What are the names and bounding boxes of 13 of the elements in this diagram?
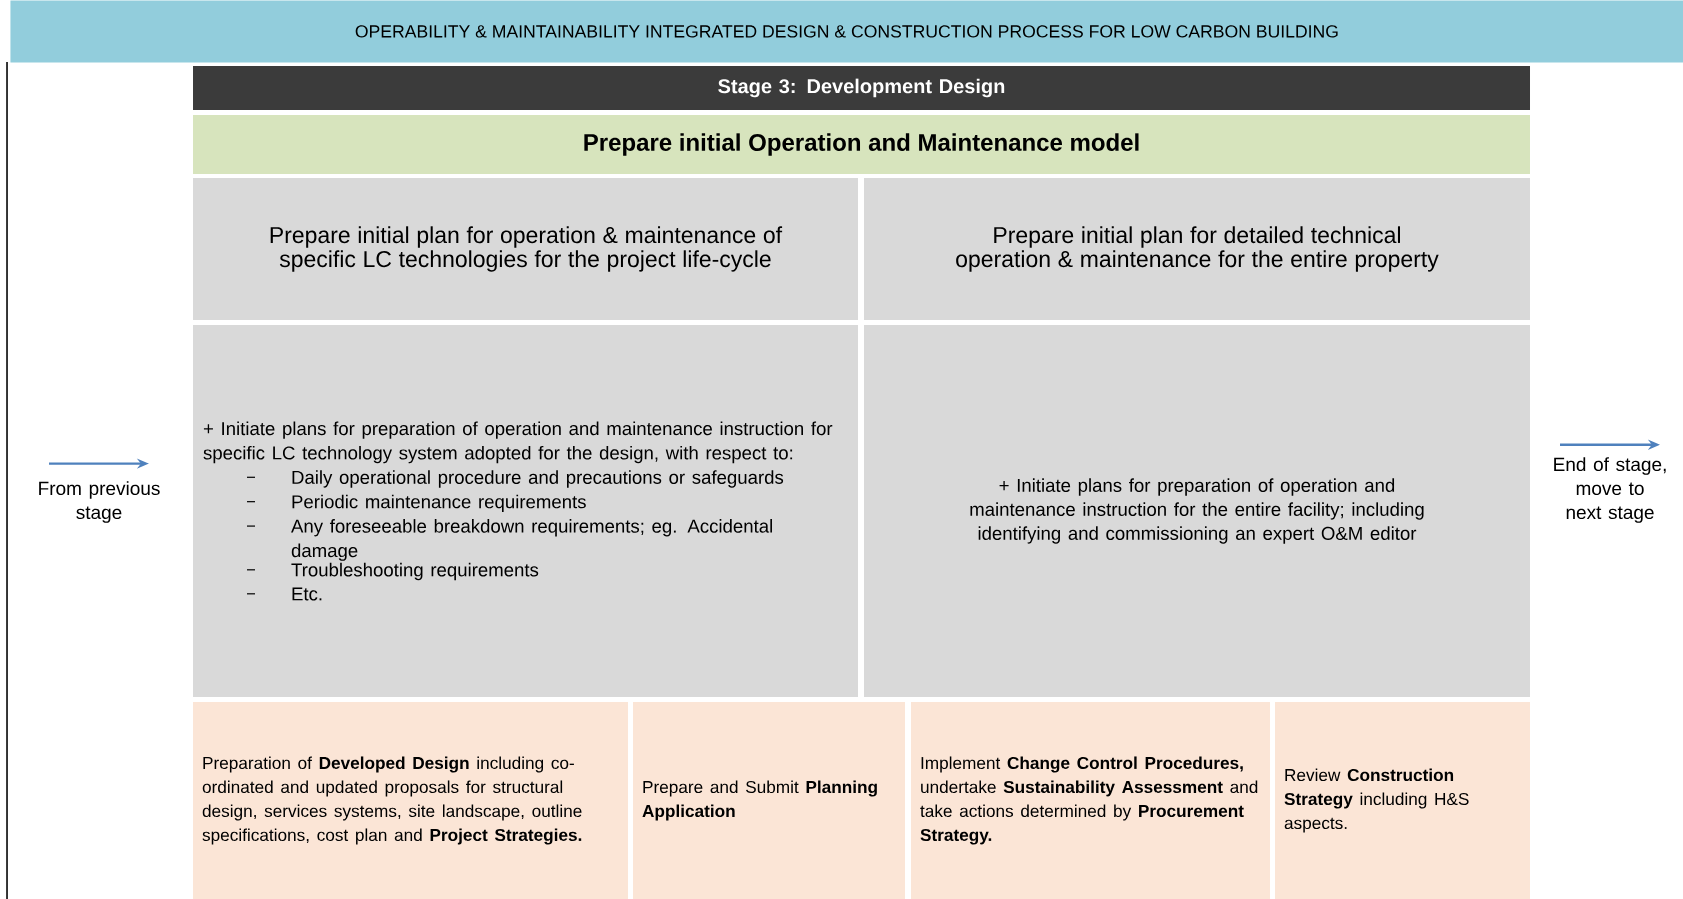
task-box: + Initiate plans for preparation of operation and maintenance instruction for the entire facility; including identifying and commissioning an expert O&M editor (864, 325, 1530, 697)
stage-label: End of stage, move to next stage (1554, 457, 1666, 523)
stage-bar: Stage 3: Development Design (193, 66, 1530, 110)
task-box: Prepare initial plan for detailed technical operation & maintenance for the entire property (864, 178, 1530, 320)
task-box: + Initiate plans for preparation of operation and maintenance instruction for specific LC technology system adopted for the design, with respect to: Daily operational procedure and precautions or safeguards Periodic maintenance requirements Any foreseeable breakdown requirements; eg. Accidental damage Troubleshooting requirements Etc. (193, 325, 858, 697)
activity-box: Prepare and Submit Planning Application (633, 702, 905, 899)
activity-box: Preparation of Developed Design including co-ordinated and updated proposals for structural design, services systems, site landscape, outline specifications, cost plan and Project Strategies. (193, 702, 628, 899)
task-box: Prepare initial plan for operation & maintenance of specific LC technologies for the project life-cycle (193, 178, 858, 320)
stage-label: From previous stage (39, 481, 160, 523)
activity-box: Implement Change Control Procedures, undertake Sustainability Assessment and take actions determined by Procurement Strategy. (911, 702, 1270, 899)
title-band: OPERABILITY & MAINTAINABILITY INTEGRATED DESIGN & CONSTRUCTION PROCESS FOR LOW CARBON BUILDING (10, 0, 1683, 63)
activity-box: Review Construction Strategy including H&S aspects. (1275, 702, 1530, 899)
section-band: Prepare initial Operation and Maintenance model (193, 115, 1530, 174)
